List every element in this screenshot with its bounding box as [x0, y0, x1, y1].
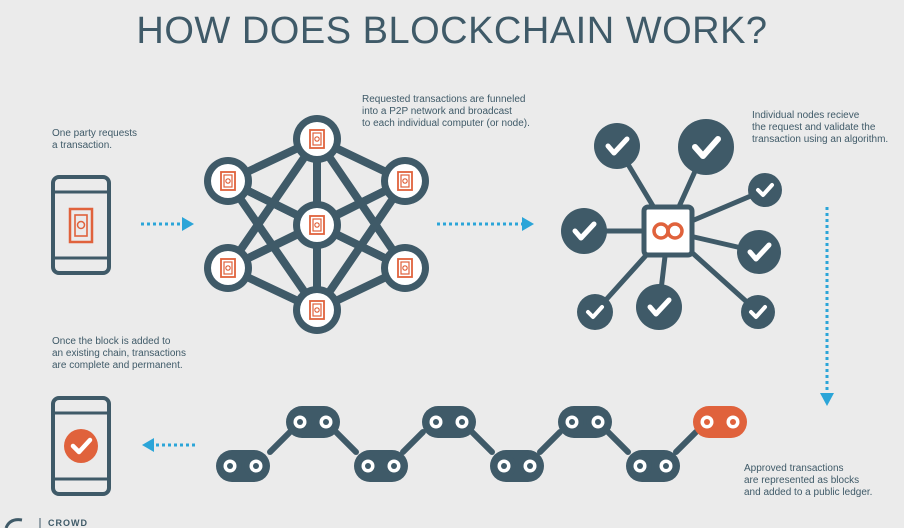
chain-block — [490, 450, 544, 482]
chain-block — [626, 450, 680, 482]
network-node — [293, 115, 341, 163]
validator-node — [577, 294, 613, 330]
arrow-to-network — [141, 217, 194, 231]
blockchain-ledger — [216, 406, 747, 482]
caption-request: One party requests a transaction. — [52, 128, 138, 151]
validator-node — [594, 123, 640, 169]
network-node — [381, 157, 429, 205]
network-node — [204, 157, 252, 205]
chain-block — [216, 450, 270, 482]
chain-block — [354, 450, 408, 482]
caption-broadcast: Requested transactions are funneled into… — [362, 94, 530, 129]
chain-block — [422, 406, 476, 438]
validation-hub — [561, 119, 782, 330]
caption-complete: Once the block is added to an existing c… — [52, 336, 186, 371]
chain-block — [558, 406, 612, 438]
validator-node — [561, 208, 607, 254]
page-title: HOW DOES BLOCKCHAIN WORK? — [136, 10, 768, 52]
validator-node — [748, 173, 782, 207]
caption-ledger: Approved transactions are represented as… — [744, 463, 873, 498]
arrow-to-validators — [437, 217, 534, 231]
network-node — [293, 201, 341, 249]
footer-logo-icon — [4, 518, 41, 528]
chain-link-icon — [641, 204, 695, 258]
network-node — [381, 244, 429, 292]
caption-validate: Individual nodes recieve the request and… — [752, 110, 889, 145]
arrow-to-ledger — [820, 207, 834, 406]
validator-node — [741, 295, 775, 329]
footer-logo-text: CROWD — [48, 518, 88, 528]
new-chain-block — [693, 406, 747, 438]
network-node — [204, 244, 252, 292]
chain-block — [286, 406, 340, 438]
validator-node — [636, 284, 682, 330]
p2p-network — [204, 115, 429, 334]
arrow-to-complete — [142, 438, 195, 452]
phone-with-document-icon — [51, 175, 111, 275]
validator-node — [678, 119, 734, 175]
phone-with-checkmark-icon — [51, 396, 111, 496]
validator-node — [737, 230, 781, 274]
network-node — [293, 286, 341, 334]
